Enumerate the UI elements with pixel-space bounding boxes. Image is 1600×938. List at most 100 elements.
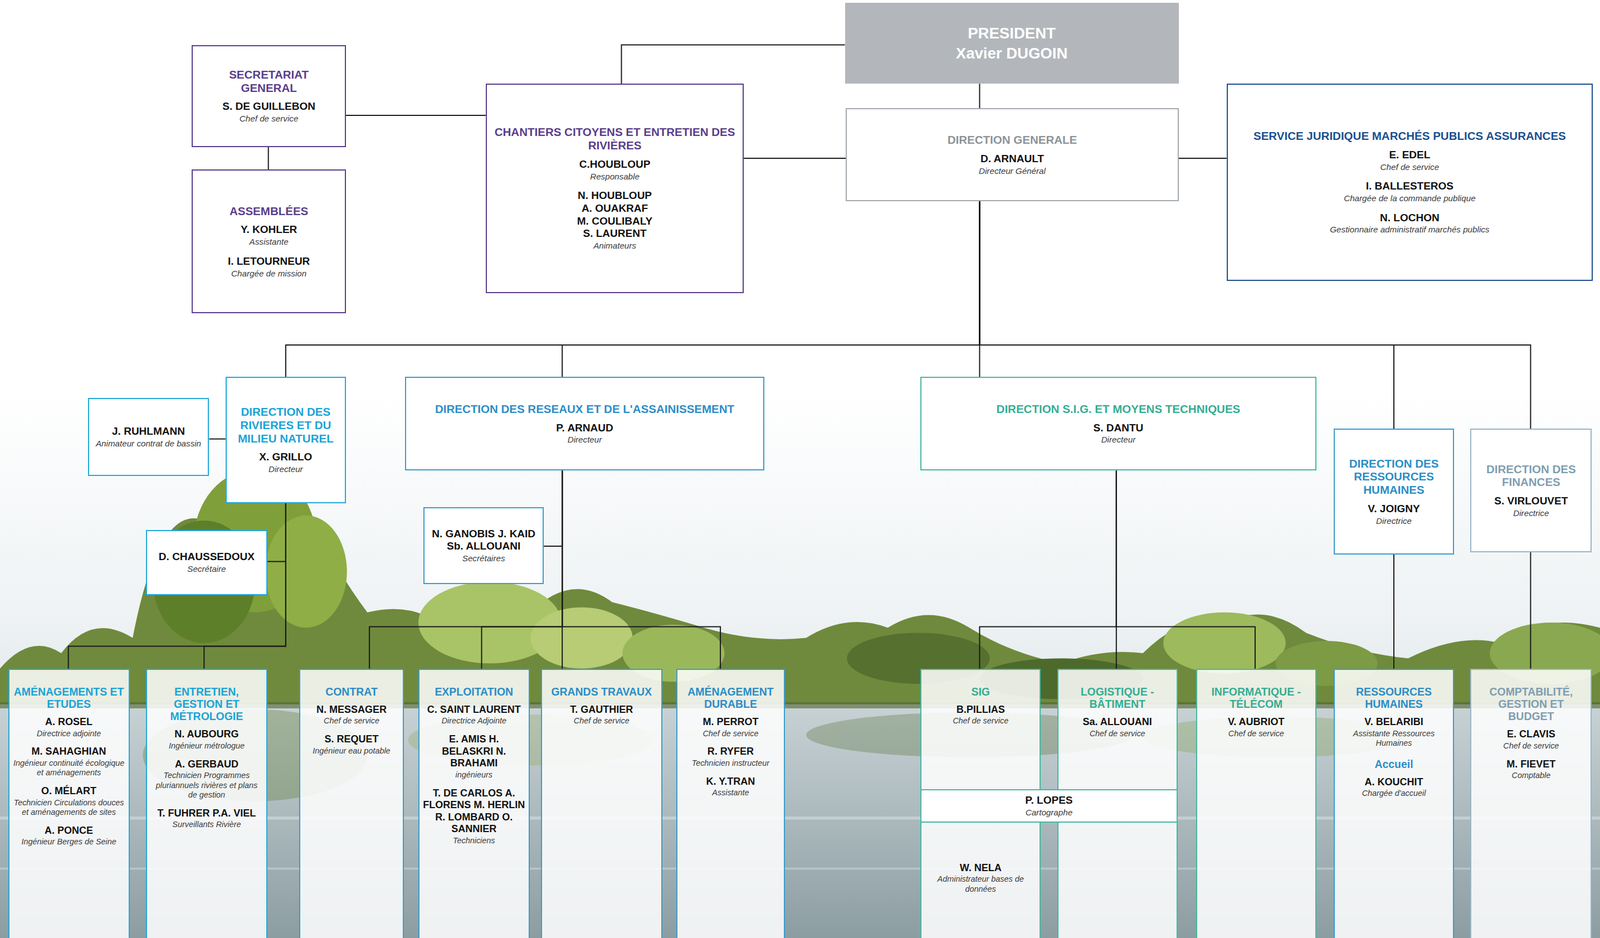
role-text: Directrice xyxy=(1477,508,1584,519)
person-name: W. NELA xyxy=(924,861,1037,875)
text-stack: N. GANOBIS J. KAID Sb. ALLOUANISecrétair… xyxy=(431,527,536,564)
person-name: D. CHAUSSEDOUX xyxy=(153,550,260,564)
role-text: Chef de service xyxy=(1061,728,1174,739)
section-title: GRANDS TRAVAUX xyxy=(545,685,658,698)
role-text: Administrateur bases de données xyxy=(924,874,1037,894)
text-stack: DIRECTION GENERALED. ARNAULTDirecteur Gé… xyxy=(853,133,1171,177)
person-name: N. LOCHON xyxy=(1234,211,1586,225)
role-text: Chargée d'accueil xyxy=(1338,788,1450,798)
role-text: Directeur xyxy=(412,434,757,445)
person-name: C. SAINT LAURENT xyxy=(422,703,526,716)
text-stack: INFORMATIQUE - TÉLÉCOMV. AUBRIOTChef de … xyxy=(1200,685,1312,739)
role-text: Chef de service xyxy=(545,715,658,726)
role-text: Responsable xyxy=(493,171,736,182)
role-text: Ingénieur métrologue xyxy=(150,740,263,751)
role-text: Cartographe xyxy=(925,807,1173,818)
text-stack: DIRECTION S.I.G. ET MOYENS TECHNIQUES S. … xyxy=(928,402,1309,446)
person-name: J. RUHLMANN xyxy=(95,425,202,438)
person-name: P. ARNAUD xyxy=(412,421,757,435)
connector-line xyxy=(979,470,1116,668)
role-text: Secrétaire xyxy=(153,563,260,574)
person-name: P. LOPES xyxy=(925,793,1173,807)
person-name: E. EDEL xyxy=(1234,148,1586,162)
role-text: Assistante xyxy=(680,787,780,798)
text-stack: D. CHAUSSEDOUXSecrétaire xyxy=(153,550,260,574)
section-title: ASSEMBLÉES xyxy=(199,204,339,218)
role-text: Chef de service xyxy=(924,715,1037,726)
service-column: INFORMATIQUE - TÉLÉCOMV. AUBRIOTChef de … xyxy=(1196,668,1317,938)
service-column: AMÉNAGEMENT DURABLEM. PERROTChef de serv… xyxy=(676,668,785,938)
section-title: DIRECTION S.I.G. ET MOYENS TECHNIQUES xyxy=(928,402,1309,416)
section-title: CHANTIERS CITOYENS ET ENTRETIEN DES RIVI… xyxy=(493,125,736,152)
person-name: A. PONCE xyxy=(12,824,126,837)
role-text: Directeur xyxy=(928,434,1309,445)
person-name: S. DE GUILLEBON xyxy=(199,100,339,114)
role-text: Ingénieur eau potable xyxy=(303,745,400,756)
person-name: S. DANTU xyxy=(928,421,1309,435)
person-name: C.HOUBLOUP xyxy=(493,158,736,172)
direction-box: DIRECTION DES RESSOURCES HUMAINESV. JOIG… xyxy=(1333,428,1455,554)
person-name: S. REQUET xyxy=(303,733,400,746)
text-stack: PRESIDENTXavier DUGOIN xyxy=(851,23,1173,64)
person-name: K. Y.TRAN xyxy=(680,775,780,788)
role-text: ingénieurs xyxy=(422,769,526,780)
role-text: Surveillants Rivière xyxy=(150,819,263,829)
role-text: Ingénieur Berges de Seine xyxy=(12,836,126,847)
section-title: DIRECTION GENERALE xyxy=(853,133,1171,147)
service-column: ENTRETIEN, GESTION ET MÉTROLOGIEN. AUBOU… xyxy=(145,668,268,938)
section-title: DIRECTION DES FINANCES xyxy=(1477,462,1584,489)
section-title: ENTRETIEN, GESTION ET MÉTROLOGIE xyxy=(150,685,263,723)
department-box: ASSEMBLÉESY. KOHLERAssistanteI. LETOURNE… xyxy=(191,169,346,314)
text-stack: SECRETARIAT GENERALS. DE GUILLEBONChef d… xyxy=(199,67,339,124)
department-box: CHANTIERS CITOYENS ET ENTRETIEN DES RIVI… xyxy=(485,83,744,293)
section-title: Accueil xyxy=(1338,757,1450,770)
section-title: SIG xyxy=(924,685,1037,698)
staff-box: N. GANOBIS J. KAID Sb. ALLOUANISecrétair… xyxy=(423,506,544,584)
president-box: PRESIDENTXavier DUGOIN xyxy=(845,2,1179,84)
service-column: AMÉNAGEMENTS ET ETUDESA. ROSELDirectrice… xyxy=(8,668,130,938)
service-column: RESSOURCES HUMAINESV. BELARIBIAssistante… xyxy=(1333,668,1455,938)
connector-line xyxy=(345,114,486,116)
text-stack: SIGB.PILLIASChef de service xyxy=(924,685,1037,726)
role-text: Directeur Général xyxy=(853,166,1171,177)
role-text: Comptable xyxy=(1474,770,1588,780)
role-text: Chef de service xyxy=(1474,740,1588,751)
text-stack: ENTRETIEN, GESTION ET MÉTROLOGIEN. AUBOU… xyxy=(150,685,263,830)
person-name: M. FIEVET xyxy=(1474,758,1588,771)
section-title: DIRECTION DES RESEAUX ET DE L'ASSAINISSE… xyxy=(412,402,757,416)
direction-box: DIRECTION S.I.G. ET MOYENS TECHNIQUES S. … xyxy=(920,376,1317,471)
text-stack: DIRECTION DES RIVIERES ET DU MILIEU NATU… xyxy=(233,405,339,475)
text-stack: DIRECTION DES FINANCES S. VIRLOUVETDirect… xyxy=(1477,462,1584,519)
section-title: EXPLOITATION xyxy=(422,685,526,698)
role-text: Chef de service xyxy=(303,715,400,726)
section-title: LOGISTIQUE - BÂTIMENT xyxy=(1061,685,1174,711)
person-name: Y. KOHLER xyxy=(199,223,339,237)
person-name: M. SAHAGHIAN xyxy=(12,745,126,758)
person-name: I. BALLESTEROS xyxy=(1234,179,1586,193)
role-text: Animateur contrat de bassin xyxy=(95,438,202,449)
connector-line xyxy=(1116,470,1256,668)
department-box: SERVICE JURIDIQUE MARCHÉS PUBLICS ASSURA… xyxy=(1226,83,1594,281)
service-column: EXPLOITATIONC. SAINT LAURENTDirectrice A… xyxy=(418,668,530,938)
direction-box: DIRECTION DES FINANCES S. VIRLOUVETDirect… xyxy=(1470,428,1592,553)
section-title: SECRETARIAT GENERAL xyxy=(199,67,339,95)
person-name: N. GANOBIS J. KAID Sb. ALLOUANI xyxy=(431,527,536,554)
text-stack: EXPLOITATIONC. SAINT LAURENTDirectrice A… xyxy=(422,685,526,846)
person-name: Sa. ALLOUANI xyxy=(1061,715,1174,729)
person-name: T. FUHRER P.A. VIEL xyxy=(150,807,263,820)
text-stack: COMPTABILITÉ, GESTION ET BUDGETE. CLAVIS… xyxy=(1474,685,1588,781)
connector-line xyxy=(267,147,270,170)
person-name: X. GRILLO xyxy=(233,450,339,464)
connector-line xyxy=(562,470,721,668)
person-name: S. VIRLOUVET xyxy=(1477,494,1584,508)
connector-line xyxy=(978,83,980,109)
section-title: AMÉNAGEMENTS ET ETUDES xyxy=(12,685,126,711)
service-column: GRANDS TRAVAUXT. GAUTHIERChef de service xyxy=(540,668,663,938)
connector-line xyxy=(1393,554,1395,669)
connector-line xyxy=(621,45,846,85)
text-stack: W. NELAAdministrateur bases de données xyxy=(924,854,1037,894)
role-text: Chef de service xyxy=(1234,162,1586,173)
service-column: CONTRATN. MESSAGERChef de serviceS. REQU… xyxy=(299,668,405,938)
text-stack: DIRECTION DES RESEAUX ET DE L'ASSAINISSE… xyxy=(412,402,757,446)
role-text: Assistante Ressources Humaines xyxy=(1338,728,1450,749)
